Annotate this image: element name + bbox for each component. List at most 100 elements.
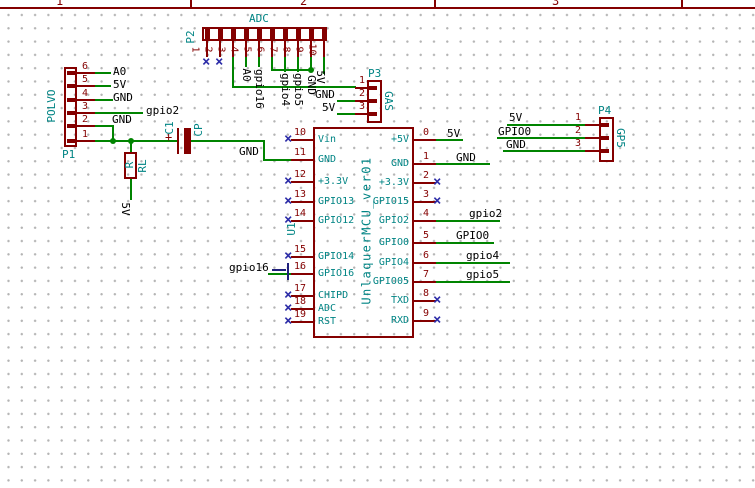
pin-name[interactable]: GPIO16: [318, 268, 355, 279]
pin-stub[interactable]: [77, 125, 95, 127]
wire[interactable]: [310, 57, 312, 72]
junction-dot[interactable]: [110, 138, 116, 144]
pin-number[interactable]: 7: [422, 269, 430, 280]
wire[interactable]: [95, 85, 111, 87]
pin-number[interactable]: 1: [574, 112, 582, 123]
pin-number[interactable]: 6: [254, 46, 266, 53]
pin-pad[interactable]: [67, 84, 77, 88]
wire[interactable]: [258, 57, 260, 67]
wire[interactable]: [130, 141, 132, 152]
net-label[interactable]: GND: [315, 88, 335, 101]
wire[interactable]: [436, 281, 510, 283]
wire[interactable]: [95, 125, 114, 127]
net-label[interactable]: A0: [113, 65, 127, 78]
pin-pad[interactable]: [257, 29, 262, 39]
connector-p4-ref[interactable]: P4: [598, 104, 612, 117]
pin-number[interactable]: 2: [358, 88, 366, 99]
connector-p1-body[interactable]: [64, 67, 77, 147]
pin-stub[interactable]: [414, 139, 436, 141]
resistor-body[interactable]: [124, 152, 137, 179]
pin-pad[interactable]: [601, 149, 609, 153]
pin-stub[interactable]: [414, 220, 436, 222]
pin-stub[interactable]: [245, 41, 247, 57]
pin-name[interactable]: GPIO15: [372, 196, 409, 207]
net-label[interactable]: gpio4: [466, 249, 500, 262]
no-connect-x-icon[interactable]: ×: [284, 313, 293, 329]
connector-p2-value[interactable]: ADC: [249, 12, 269, 25]
resistor-value[interactable]: RL: [136, 159, 149, 173]
pin-stub[interactable]: [585, 150, 599, 152]
pin-pad[interactable]: [601, 123, 609, 127]
pin-stub[interactable]: [291, 256, 313, 258]
pin-number[interactable]: 3: [422, 189, 430, 200]
wire[interactable]: [232, 86, 356, 88]
net-label[interactable]: gpio5: [292, 73, 305, 107]
pin-stub[interactable]: [585, 137, 599, 139]
pin-pad[interactable]: [601, 136, 609, 140]
wire[interactable]: [112, 125, 114, 142]
wire[interactable]: [95, 72, 111, 74]
no-connect-x-icon[interactable]: ×: [202, 54, 211, 70]
pin-number[interactable]: 8: [280, 46, 292, 53]
pin-stub[interactable]: [414, 320, 436, 322]
pin-stub[interactable]: [291, 273, 313, 275]
pin-name[interactable]: RST: [318, 316, 337, 327]
pin-number[interactable]: 1: [422, 151, 430, 162]
pin-stub[interactable]: [77, 72, 95, 74]
pin-pad[interactable]: [244, 29, 249, 39]
wire[interactable]: [436, 242, 494, 244]
pin-number[interactable]: 10: [306, 43, 318, 56]
no-connect-x-icon[interactable]: ×: [215, 54, 224, 70]
wire[interactable]: [436, 163, 490, 165]
pin-number[interactable]: 2: [422, 170, 430, 181]
net-label[interactable]: GND: [112, 113, 132, 126]
net-label[interactable]: 5V: [322, 101, 336, 114]
net-label[interactable]: 5V: [447, 127, 461, 140]
pin-name[interactable]: +3.3V: [318, 176, 349, 187]
pin-stub[interactable]: [355, 87, 367, 89]
pin-number[interactable]: 9: [293, 46, 305, 53]
wire[interactable]: [297, 57, 299, 72]
pin-number[interactable]: 18: [293, 296, 307, 307]
pin-pad[interactable]: [270, 29, 275, 39]
pin-stub[interactable]: [77, 140, 95, 142]
pin-stub[interactable]: [271, 41, 273, 57]
pin-number[interactable]: 1: [189, 46, 201, 53]
pin-stub[interactable]: [414, 300, 436, 302]
capacitor-value[interactable]: CP: [192, 123, 205, 137]
pin-name[interactable]: GND: [390, 158, 409, 169]
pin-stub[interactable]: [291, 181, 313, 183]
pin-name[interactable]: GPIO4: [378, 257, 409, 268]
pin-pad[interactable]: [67, 71, 77, 75]
net-label[interactable]: GPIO0: [456, 229, 490, 242]
net-label[interactable]: gpio2: [469, 207, 503, 220]
pin-stub[interactable]: [355, 100, 367, 102]
pin-pad[interactable]: [322, 29, 327, 39]
pin-number[interactable]: 12: [293, 169, 307, 180]
pin-number[interactable]: 7: [267, 46, 279, 53]
no-connect-x-icon[interactable]: ×: [284, 248, 293, 264]
pin-number[interactable]: 6: [82, 61, 89, 72]
pin-stub[interactable]: [291, 321, 313, 323]
pin-stub[interactable]: [585, 124, 599, 126]
pin-number[interactable]: 10: [293, 127, 307, 138]
no-connect-x-icon[interactable]: ×: [284, 212, 293, 228]
connector-p3-ref[interactable]: P3: [368, 67, 382, 80]
pin-stub[interactable]: [414, 182, 436, 184]
pin-stub[interactable]: [414, 262, 436, 264]
no-connect-x-icon[interactable]: ×: [284, 300, 293, 316]
pin-number[interactable]: 2: [574, 125, 582, 136]
pin-name[interactable]: RXD: [390, 315, 409, 326]
pin-number[interactable]: 3: [574, 138, 582, 149]
capacitor-ref[interactable]: C1: [163, 121, 176, 135]
net-label[interactable]: GPIO0: [498, 125, 532, 138]
pin-pad[interactable]: [205, 29, 210, 39]
no-connect-x-icon[interactable]: ×: [284, 131, 293, 147]
pin-number[interactable]: 4: [422, 208, 430, 219]
pin-stub[interactable]: [219, 41, 221, 57]
connector-p4-value[interactable]: GP5: [614, 128, 627, 148]
wire[interactable]: [245, 57, 247, 67]
pin-pad[interactable]: [218, 29, 223, 39]
pin-number[interactable]: 11: [293, 147, 307, 158]
